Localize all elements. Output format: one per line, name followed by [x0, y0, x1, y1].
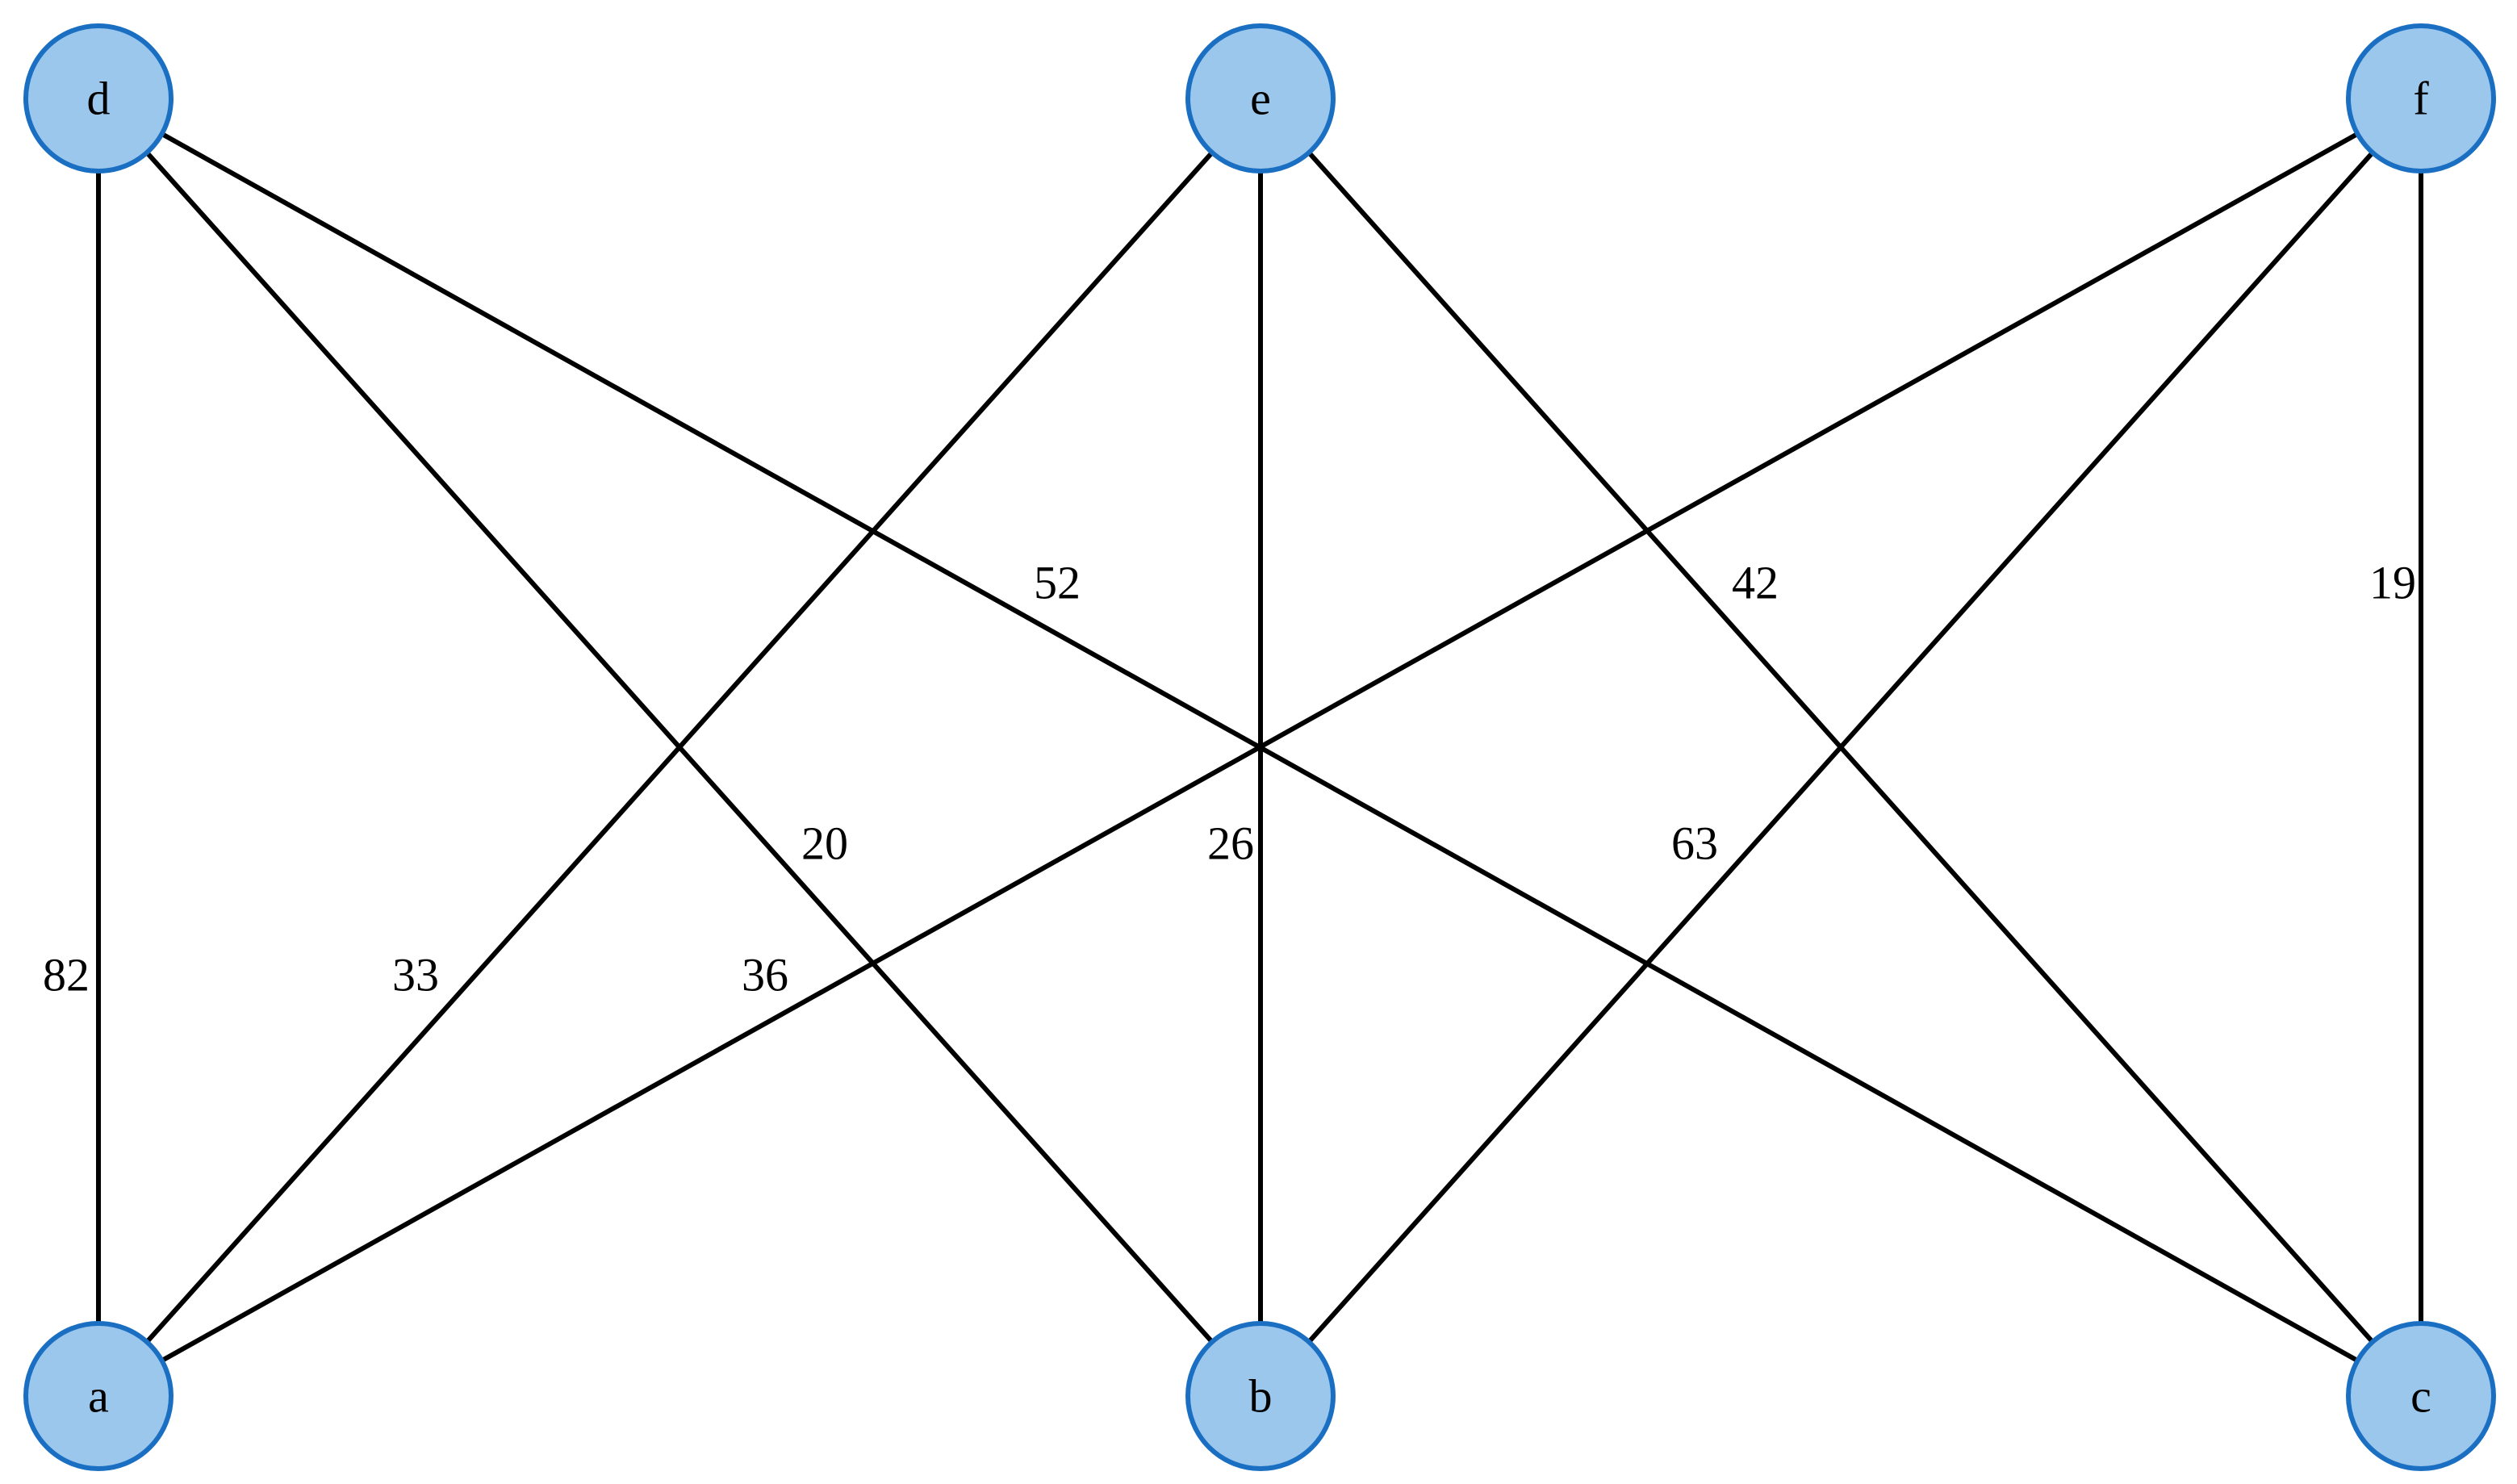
edge-f-b: [1258, 97, 2423, 1398]
edges-layer: [96, 96, 2423, 1398]
node-circle-b: [1185, 1321, 1336, 1471]
edge-weight-f-c: 19: [2369, 557, 2416, 609]
node-label-d: d: [87, 73, 111, 125]
edge-weight-f-a: 36: [742, 949, 788, 1001]
edge-weights-layer: 82 20 52 33 26 42 36 63 19: [43, 557, 2416, 1001]
node-circle-d: [23, 23, 174, 173]
node-label-c: c: [2410, 1370, 2431, 1423]
node-circle-c: [2346, 1321, 2496, 1471]
edge-weight-e-b: 26: [1207, 817, 1254, 870]
edge-weight-e-c: 42: [1732, 557, 1779, 609]
node-label-b: b: [1249, 1370, 1273, 1423]
node-a: a: [23, 1321, 174, 1471]
node-label-e: e: [1250, 73, 1271, 125]
node-circle-a: [23, 1321, 174, 1471]
node-circle-e: [1185, 23, 1336, 173]
edge-weight-d-a: 82: [43, 949, 90, 1001]
node-f: f: [2346, 23, 2496, 173]
node-label-f: f: [2413, 73, 2429, 125]
edge-weight-f-b: 63: [1671, 817, 1718, 870]
node-c: c: [2346, 1321, 2496, 1471]
node-b: b: [1185, 1321, 1336, 1471]
edge-weight-d-b: 20: [801, 817, 848, 870]
edge-e-a: [96, 96, 1263, 1398]
node-circle-f: [2346, 23, 2496, 173]
edge-f-a: [97, 96, 2423, 1398]
node-label-a: a: [88, 1370, 109, 1423]
node-e: e: [1185, 23, 1336, 173]
edge-weight-d-c: 52: [1034, 557, 1081, 609]
node-d: d: [23, 23, 174, 173]
nodes-layer: d e f a b c: [23, 23, 2496, 1471]
edge-weight-e-a: 33: [392, 949, 439, 1001]
